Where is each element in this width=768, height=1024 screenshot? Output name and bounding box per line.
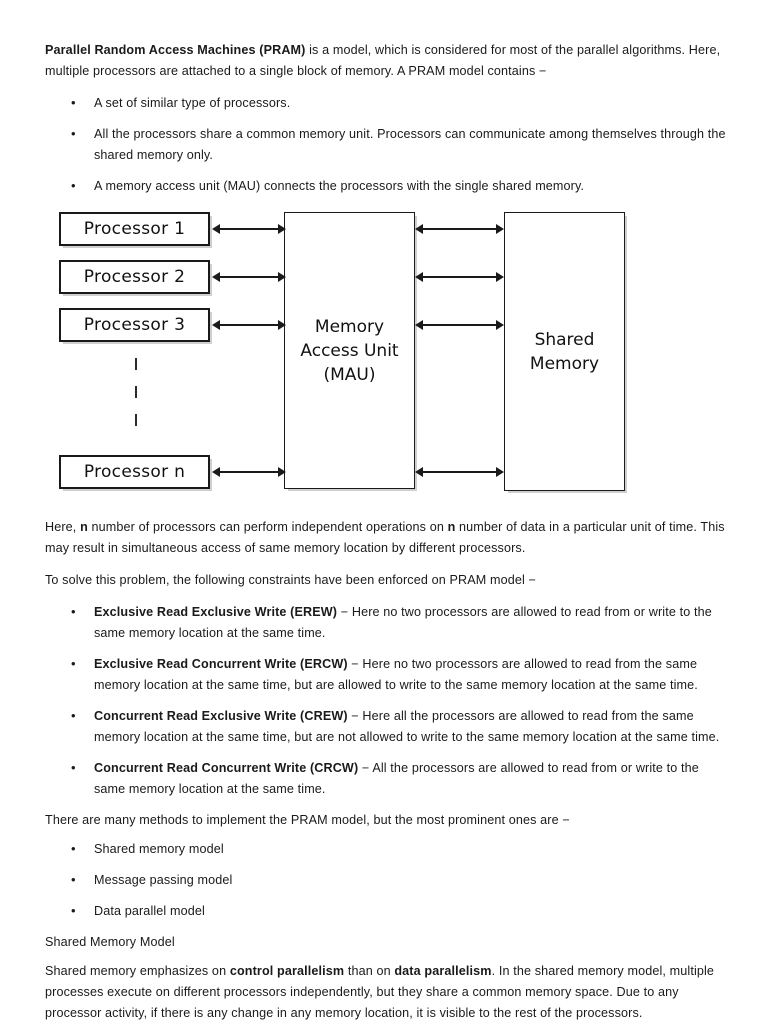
constraints-intro-paragraph: To solve this problem, the following con… xyxy=(45,573,537,587)
mau-label-line1: Memory xyxy=(314,316,385,337)
list-item: Concurrent Read Concurrent Write (CRCW) … xyxy=(45,757,730,800)
feature-text: A set of similar type of processors. xyxy=(94,96,291,110)
post-diagram-paragraph: Here, n number of processors can perform… xyxy=(45,517,730,559)
list-item: All the processors share a common memory… xyxy=(45,123,730,166)
post-diagram-bold-n-1: n xyxy=(80,520,88,534)
intro-lead-bold: Parallel Random Access Machines (PRAM) xyxy=(45,43,306,57)
memory-access-unit-box: Memory Access Unit (MAU) xyxy=(284,212,415,489)
pram-features-list: A set of similar type of processors. All… xyxy=(45,92,730,197)
arrow-processor-2-to-mau xyxy=(212,271,286,282)
arrow-processor-3-to-mau xyxy=(212,319,286,330)
closing-part2: than on xyxy=(344,964,395,978)
list-item: Message passing model xyxy=(45,869,730,891)
shared-memory-label-line1: Shared xyxy=(534,329,595,350)
shared-memory-box: Shared Memory xyxy=(504,212,625,491)
arrow-processor-n-to-mau xyxy=(212,466,286,477)
post-diagram-part2: number of processors can perform indepen… xyxy=(87,520,448,534)
intro-paragraph: Parallel Random Access Machines (PRAM) i… xyxy=(45,40,730,82)
list-item: Exclusive Read Concurrent Write (ERCW) −… xyxy=(45,653,730,696)
pram-architecture-diagram: Processor 1 Processor 2 Processor 3 Proc… xyxy=(43,211,733,511)
constraint-description: Here no two processors are allowed to re… xyxy=(94,605,712,640)
pram-constraints-list: Exclusive Read Exclusive Write (EREW) − … xyxy=(45,601,730,800)
arrow-mau-to-shared-memory-2 xyxy=(415,271,504,282)
arrow-mau-to-shared-memory-1 xyxy=(415,223,504,234)
post-diagram-part1: Here, xyxy=(45,520,81,534)
mau-label-line3: (MAU) xyxy=(323,364,376,385)
feature-text: A memory access unit (MAU) connects the … xyxy=(94,179,585,193)
post-diagram-bold-n-2: n xyxy=(447,520,456,534)
feature-text: All the processors share a common memory… xyxy=(94,127,726,162)
constraint-term: Exclusive Read Exclusive Write (EREW) xyxy=(94,605,338,619)
method-text: Data parallel model xyxy=(94,904,205,918)
method-text: Message passing model xyxy=(94,873,233,887)
list-item: A set of similar type of processors. xyxy=(45,92,730,114)
mau-label-line2: Access Unit xyxy=(300,340,399,361)
closing-part1: Shared memory emphasizes on xyxy=(45,964,230,978)
constraint-term: Concurrent Read Exclusive Write (CREW) xyxy=(94,709,348,723)
constraint-description: All the processors are allowed to read f… xyxy=(94,761,699,796)
shared-memory-label-line2: Memory xyxy=(529,353,600,374)
closing-part3: . In the shared memory model, multiple p… xyxy=(45,964,715,1020)
arrow-mau-to-shared-memory-3 xyxy=(415,319,504,330)
arrow-mau-to-shared-memory-4 xyxy=(415,466,504,477)
constraint-dash: − xyxy=(347,657,363,671)
constraint-dash: − xyxy=(347,709,363,723)
closing-paragraph: Shared memory emphasizes on control para… xyxy=(45,961,730,1024)
processor-box-n: Processor n xyxy=(59,455,210,489)
constraint-description: Here all the processors are allowed to r… xyxy=(94,709,720,744)
methods-intro-paragraph: There are many methods to implement the … xyxy=(45,813,570,827)
arrow-processor-1-to-mau xyxy=(212,223,286,234)
list-item: A memory access unit (MAU) connects the … xyxy=(45,175,730,197)
closing-bold-data-parallelism: data parallelism xyxy=(394,964,492,978)
post-diagram-part3: number of data in a particular unit of t… xyxy=(45,520,725,555)
closing-bold-control-parallelism: control parallelism xyxy=(229,964,345,978)
constraint-description: Here no two processors are allowed to re… xyxy=(94,657,698,692)
constraint-dash: − xyxy=(337,605,352,619)
list-item: Exclusive Read Exclusive Write (EREW) − … xyxy=(45,601,730,644)
list-item: Data parallel model xyxy=(45,900,730,922)
constraint-dash: − xyxy=(358,761,373,775)
section-heading-shared-memory-model: Shared Memory Model xyxy=(45,935,175,949)
constraint-term: Concurrent Read Concurrent Write (CRCW) xyxy=(94,761,359,775)
processor-box-3: Processor 3 xyxy=(59,308,210,342)
vertical-ellipsis-icon xyxy=(135,358,137,442)
processor-box-2: Processor 2 xyxy=(59,260,210,294)
method-text: Shared memory model xyxy=(94,842,224,856)
list-item: Shared memory model xyxy=(45,838,730,860)
intro-rest: is a model, which is considered for most… xyxy=(45,43,721,78)
constraint-term: Exclusive Read Concurrent Write (ERCW) xyxy=(94,657,348,671)
pram-methods-list: Shared memory model Message passing mode… xyxy=(45,838,730,922)
list-item: Concurrent Read Exclusive Write (CREW) −… xyxy=(45,705,730,748)
processor-box-1: Processor 1 xyxy=(59,212,210,246)
